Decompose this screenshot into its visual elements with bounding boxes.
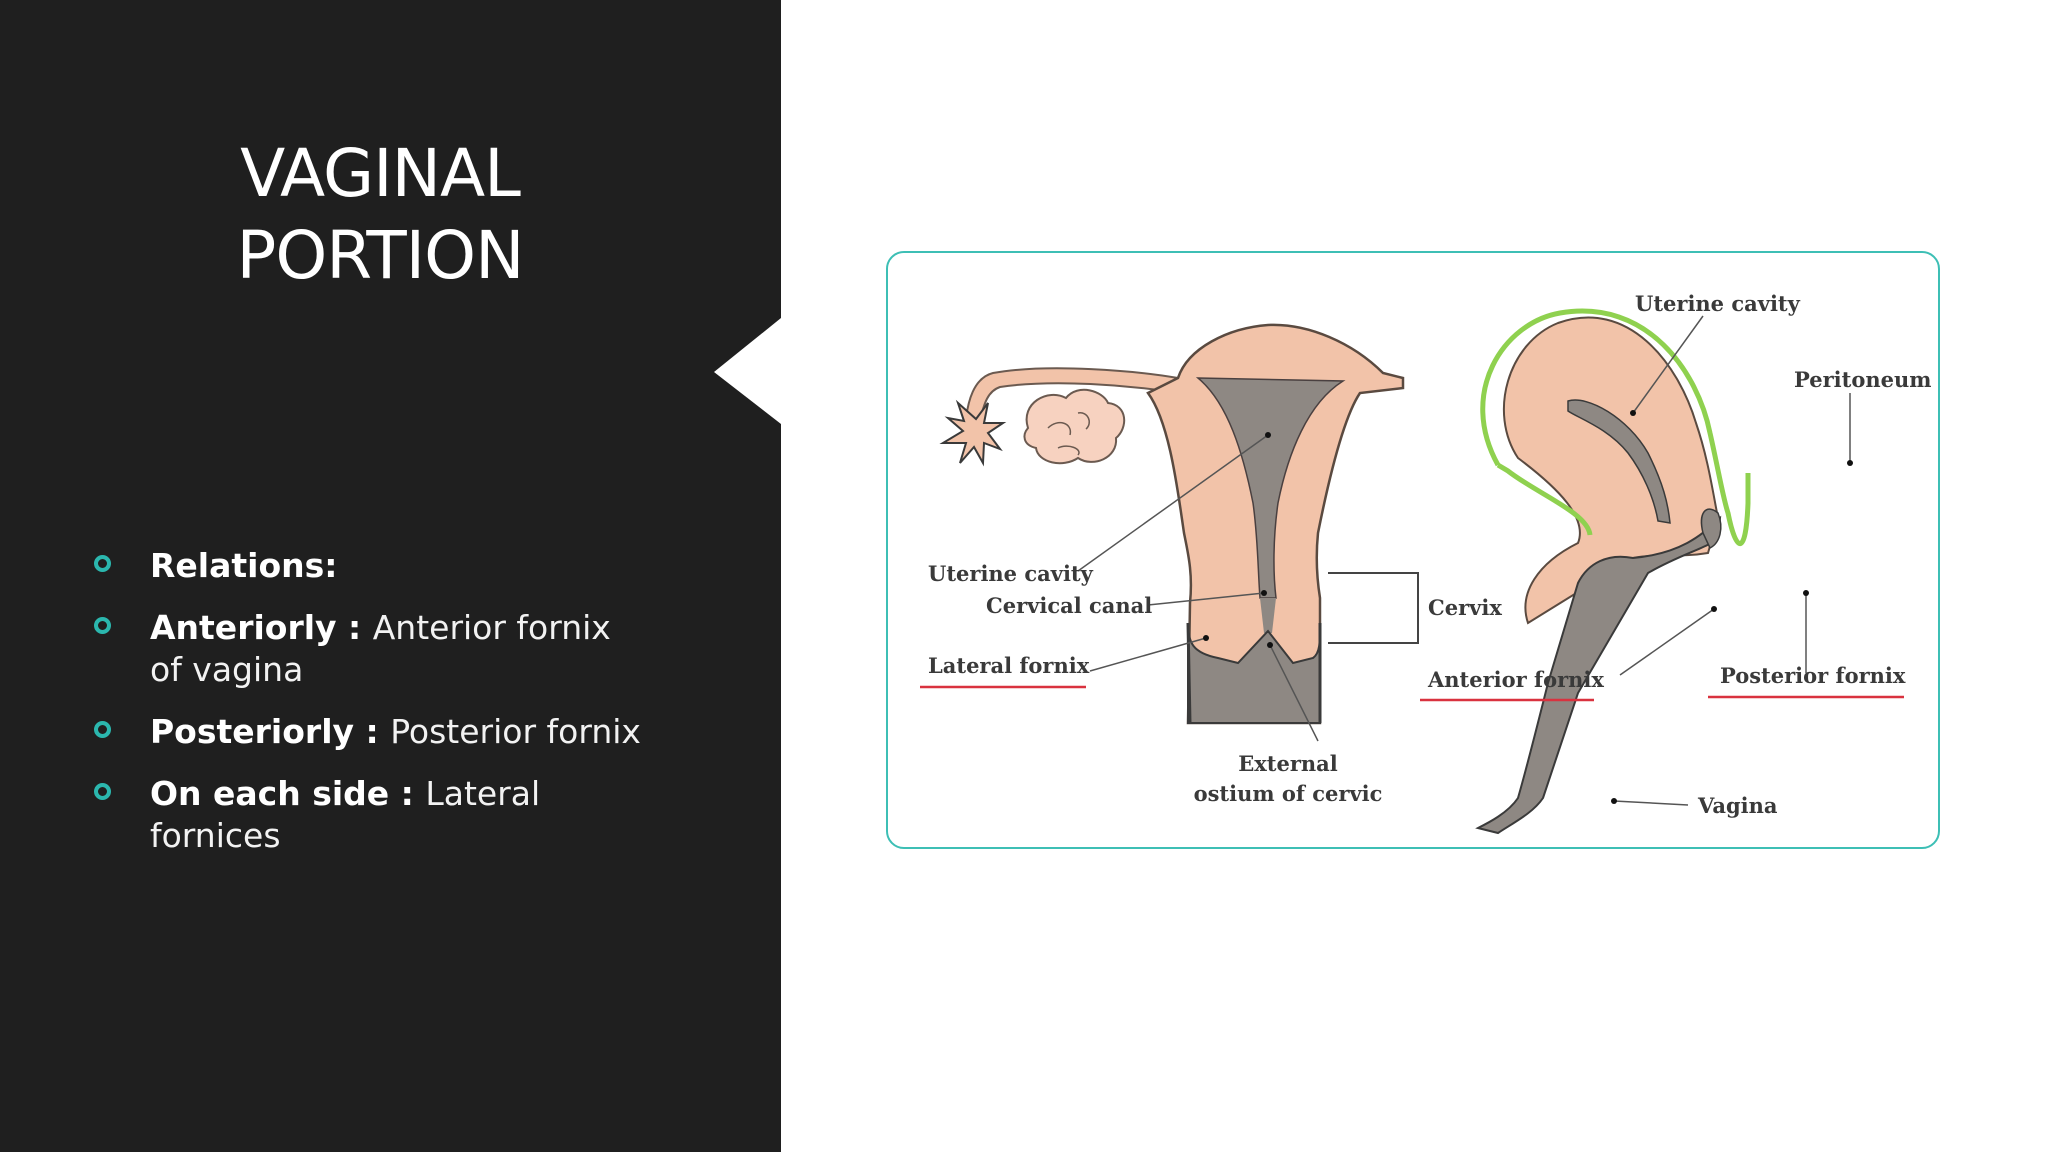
bullet-bold: Relations: bbox=[150, 546, 338, 585]
bullet-on-each-side: On each side : Lateral fornices bbox=[92, 773, 652, 857]
fimbriae-icon bbox=[939, 399, 1007, 467]
label-anterior-fornix: Anterior fornix bbox=[1427, 667, 1604, 692]
label-cervix: Cervix bbox=[1428, 595, 1502, 620]
title-line-1: VAGINAL bbox=[240, 135, 521, 212]
bullet-bold: Anteriorly : bbox=[150, 608, 373, 647]
diagram-frame: Uterine cavity Cervical canal Lateral fo… bbox=[886, 251, 1940, 849]
label-peritoneum: Peritoneum bbox=[1794, 367, 1931, 392]
label-posterior-fornix: Posterior fornix bbox=[1720, 663, 1906, 688]
label-cervical-canal: Cervical canal bbox=[986, 593, 1152, 618]
label-uterine-cavity-left: Uterine cavity bbox=[928, 561, 1094, 586]
circle-bullet-icon bbox=[94, 721, 111, 738]
bullet-text: Anterior fornix of vagina bbox=[150, 608, 611, 689]
label-lateral-fornix: Lateral fornix bbox=[928, 653, 1090, 678]
label-uterine-cavity-right: Uterine cavity bbox=[1635, 291, 1801, 316]
circle-bullet-icon bbox=[94, 783, 111, 800]
circle-bullet-icon bbox=[94, 555, 111, 572]
bullet-bold: Posteriorly : bbox=[150, 712, 391, 751]
circle-bullet-icon bbox=[94, 617, 111, 634]
left-panel bbox=[0, 0, 781, 1152]
bullet-posteriorly: Posteriorly : Posterior fornix bbox=[92, 711, 652, 753]
relations-list: Relations: Anteriorly : Anterior fornix … bbox=[92, 545, 652, 877]
uterus-diagram: Uterine cavity Cervical canal Lateral fo… bbox=[920, 291, 1931, 835]
bullet-bold: On each side : bbox=[150, 774, 426, 813]
bullet-text: Lateral fornices bbox=[150, 774, 541, 855]
bullet-anteriorly: Anteriorly : Anterior fornix of vagina bbox=[92, 607, 652, 691]
label-external-line2: ostium of cervic bbox=[1194, 781, 1383, 806]
title-line-2: PORTION bbox=[236, 217, 525, 294]
slide-title: VAGINAL PORTION bbox=[130, 133, 630, 297]
label-vagina: Vagina bbox=[1697, 793, 1778, 818]
bullet-relations: Relations: bbox=[92, 545, 652, 587]
label-external-line1: External bbox=[1238, 751, 1338, 776]
bullet-text: Posterior fornix bbox=[390, 712, 641, 751]
uterus-sagittal-section bbox=[1475, 308, 1853, 835]
uterus-frontal-section bbox=[939, 323, 1419, 742]
